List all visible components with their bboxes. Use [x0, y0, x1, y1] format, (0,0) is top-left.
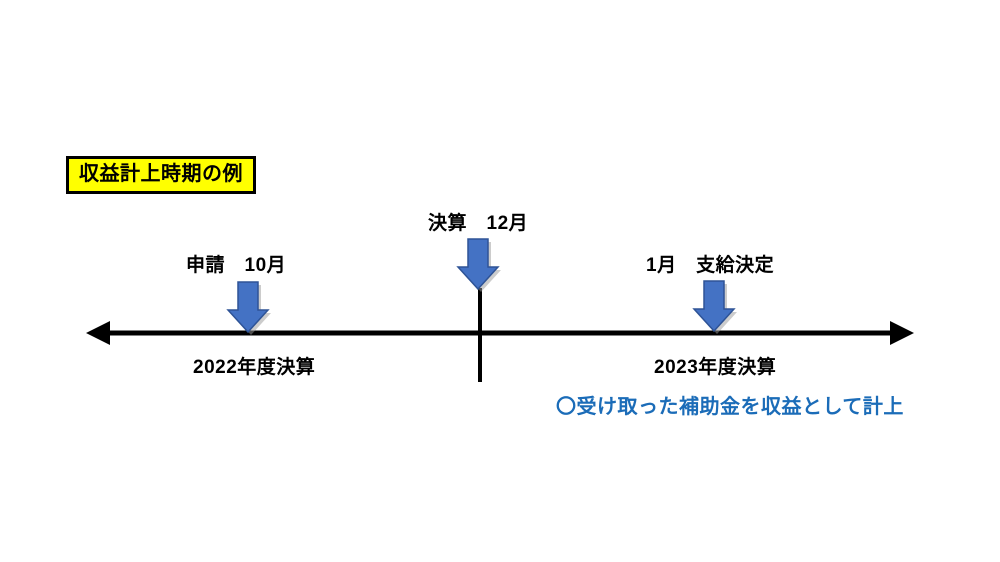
event-label-closing: 決算 12月	[428, 213, 529, 234]
down-arrow-icon	[226, 281, 271, 335]
fiscal-year-divider	[478, 288, 482, 382]
down-arrow-icon	[456, 238, 501, 292]
event-label-decision: 1月 支給決定	[646, 255, 775, 276]
period-label-fy2023: 2023年度決算	[654, 357, 777, 378]
period-label-fy2022: 2022年度決算	[193, 357, 316, 378]
timeline-axis	[80, 310, 920, 356]
down-arrow-icon	[692, 280, 737, 334]
revenue-recognition-note: 〇受け取った補助金を収益として計上	[556, 396, 904, 418]
marker-apply	[226, 280, 271, 336]
marker-closing	[456, 237, 501, 293]
event-label-apply: 申請 10月	[186, 255, 287, 276]
marker-decision	[692, 279, 737, 335]
timeline-axis-icon	[86, 321, 914, 345]
diagram-title-box: 収益計上時期の例	[66, 156, 256, 194]
